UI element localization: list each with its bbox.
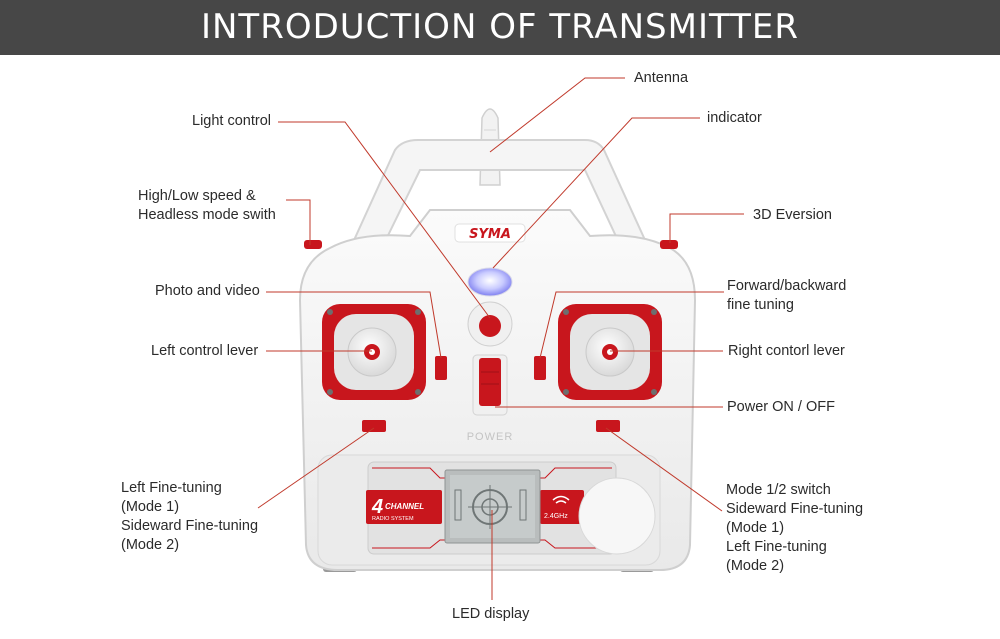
frequency-label: 2.4GHz: [544, 513, 568, 520]
left-fine-tuning-button[interactable]: [362, 420, 386, 432]
callout-photo-video: Photo and video: [155, 283, 260, 299]
photo-video-trim-button[interactable]: [435, 356, 447, 380]
round-grip-pad: [578, 477, 656, 555]
callout-speed-headless-line1: High/Low speed &: [138, 188, 256, 204]
speed-headless-shoulder-button[interactable]: [304, 240, 322, 249]
callout-antenna: Antenna: [634, 70, 689, 86]
callout-mode-switch: Mode 1/2 switch Sideward Fine-tuning (Mo…: [726, 481, 863, 576]
power-switch[interactable]: [479, 358, 501, 406]
indicator-light: [467, 267, 513, 297]
right-control-lever[interactable]: [558, 304, 662, 400]
callout-3d-eversion: 3D Eversion: [753, 207, 832, 223]
channel-word: CHANNEL: [385, 502, 424, 511]
callout-forward-backward-line2: fine tuning: [727, 297, 794, 313]
callout-mode-switch-line5: (Mode 2): [726, 558, 785, 574]
callout-left-lever: Left control lever: [151, 343, 259, 359]
left-control-lever[interactable]: [322, 304, 426, 400]
callout-speed-headless: High/Low speed & Headless mode swith: [138, 187, 276, 225]
wifi-icon: [552, 495, 570, 504]
radio-system-label: RADIO SYSTEM: [372, 516, 414, 522]
callout-mode-switch-line2: Sideward Fine-tuning: [726, 501, 864, 517]
callout-mode-switch-line1: Mode 1/2 switch: [726, 482, 831, 498]
page-title: INTRODUCTION OF TRANSMITTER: [200, 7, 800, 47]
callout-led-display: LED display: [452, 606, 530, 622]
callout-speed-headless-line2: Headless mode swith: [138, 207, 276, 223]
callout-forward-backward-line1: Forward/backward: [727, 278, 847, 294]
power-label: POWER: [467, 431, 514, 443]
callout-right-lever: Right contorl lever: [728, 343, 845, 359]
callout-indicator: indicator: [707, 110, 762, 126]
light-control-button[interactable]: [479, 315, 501, 337]
callout-forward-backward: Forward/backward fine tuning: [727, 277, 846, 315]
callout-mode-switch-line3: (Mode 1): [726, 520, 785, 536]
header-banner: INTRODUCTION OF TRANSMITTER: [0, 0, 1000, 55]
callout-power: Power ON / OFF: [727, 399, 835, 415]
forward-backward-trim-button[interactable]: [534, 356, 546, 380]
mode-switch-button[interactable]: [596, 420, 620, 432]
callout-mode-switch-line4: Left Fine-tuning: [726, 539, 827, 555]
callout-left-fine-tuning-line2: (Mode 1): [121, 499, 180, 515]
callout-left-fine-tuning-line4: (Mode 2): [121, 537, 180, 553]
channel-number: 4: [371, 496, 383, 518]
callout-light-control: Light control: [192, 113, 271, 129]
callout-left-fine-tuning-line1: Left Fine-tuning: [121, 480, 222, 496]
leader-lines: [257, 77, 744, 600]
3d-eversion-shoulder-button[interactable]: [660, 240, 678, 249]
callout-left-fine-tuning: Left Fine-tuning (Mode 1) Sideward Fine-…: [121, 479, 258, 555]
syma-logo: SYMA: [469, 227, 511, 242]
callout-left-fine-tuning-line3: Sideward Fine-tuning: [121, 518, 259, 534]
